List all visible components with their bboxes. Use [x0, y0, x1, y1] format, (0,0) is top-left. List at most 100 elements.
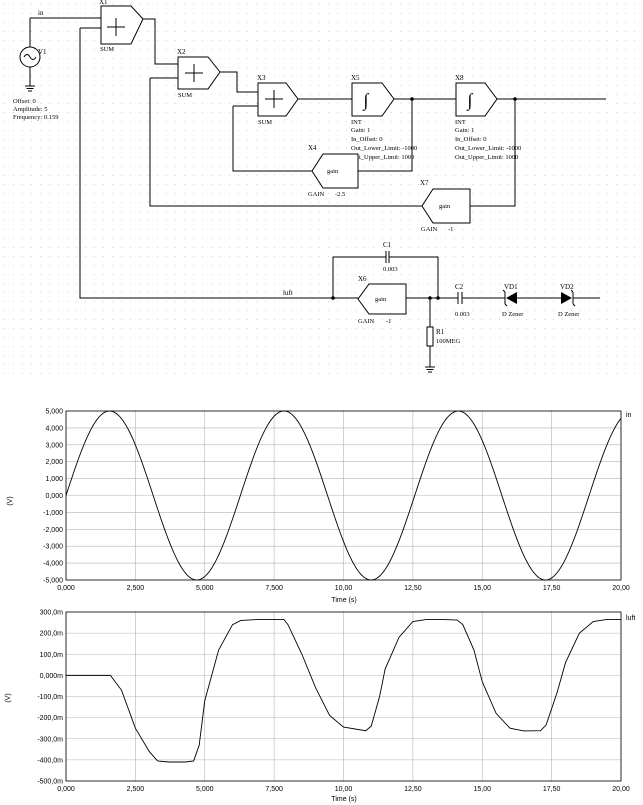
x7-id: X7: [420, 179, 429, 187]
c2-id: C2: [455, 283, 464, 291]
integral-icon: ∫: [363, 90, 370, 111]
integrator-block-x5[interactable]: ∫ X5 INT Gain: 1 In_Offset: 0 Out_Lower_…: [351, 74, 417, 161]
r1-value: 100MEG: [436, 338, 461, 345]
x-tick-label: 17,50: [543, 786, 561, 793]
vd1-id: VD1: [504, 283, 518, 291]
x6-body: gain: [375, 296, 387, 303]
y-tick-label: -5,000: [43, 578, 63, 585]
x7-value: -1: [448, 226, 453, 233]
x-tick-label: 7,500: [265, 786, 283, 793]
x-tick-label: 10,00: [335, 786, 353, 793]
plot-frame: [65, 410, 622, 581]
chart-ticks: 0,000 2,500 5,000 7,500 10,00 12,50 15,00 17,50…: [43, 409, 630, 593]
series-line-luft: [66, 618, 621, 763]
integral-icon: ∫: [467, 90, 474, 111]
x8-id: X8: [455, 74, 464, 82]
waveform-chart-in: 0,000 2,500 5,000 7,500 10,00 12,50 15,00 17,50…: [7, 409, 632, 605]
net-label-luft: luft: [283, 289, 293, 297]
x1-id: X1: [99, 0, 108, 6]
x4-body: gain: [327, 168, 339, 175]
y-tick-label: -200,0m: [37, 715, 63, 722]
vd2-value: D Zener: [558, 311, 580, 318]
sum-block-x3[interactable]: X3 SUM: [257, 74, 299, 126]
integrator-block-x8[interactable]: ∫ X8 INT Gain: 1 In_Offset: 0 Out_Lower_…: [455, 74, 521, 161]
x6-id: X6: [358, 275, 367, 283]
x-tick-label: 15,00: [473, 786, 491, 793]
x-tick-label: 2,500: [127, 786, 145, 793]
y-tick-label: 4,000: [45, 425, 63, 432]
schematic-grid-background: [0, 0, 643, 380]
vd2-id: VD2: [560, 283, 574, 291]
y-tick-label: -300,0m: [37, 736, 63, 743]
x7-type: GAIN: [421, 226, 438, 233]
x3-id: X3: [257, 74, 266, 82]
x-tick-label: 17,50: [543, 585, 561, 592]
y-tick-label: 100,0m: [40, 652, 64, 659]
voltage-source-v1[interactable]: V1 Offset: 0 Amplitude: 5 Frequency: 0.1…: [13, 46, 59, 121]
y-tick-label: -400,0m: [37, 757, 63, 764]
y-tick-label: 0,000m: [40, 673, 64, 680]
x-tick-label: 7,500: [265, 585, 283, 592]
gain-block-x7[interactable]: gain X7 GAIN -1: [420, 179, 471, 233]
zener-diode-vd1[interactable]: VD1 D Zener: [502, 283, 524, 318]
x4-value: -2.5: [335, 191, 345, 198]
y-tick-label: 0,000: [45, 493, 63, 500]
chart-grid: [65, 611, 622, 782]
x-tick-label: 10,00: [335, 585, 353, 592]
v1-id: V1: [38, 48, 47, 56]
y-tick-label: -4,000: [43, 561, 63, 568]
chart-grid: [65, 410, 622, 581]
y-tick-label: 3,000: [45, 442, 63, 449]
gain-block-x4[interactable]: gain X4 GAIN -2.5: [308, 144, 359, 198]
y-tick-label: -1,000: [43, 510, 63, 517]
x-tick-label: 0,000: [57, 786, 75, 793]
sum-block-x1[interactable]: X1 SUM: [99, 0, 144, 53]
x4-type: GAIN: [308, 191, 325, 198]
y-axis-label: (V): [5, 693, 12, 702]
c1-value: 0.003: [383, 266, 398, 273]
r1-id: R1: [436, 328, 445, 336]
x8-type: INT: [455, 119, 466, 126]
y-tick-label: 5,000: [45, 409, 63, 416]
y-tick-label: 200,0m: [40, 631, 64, 638]
y-tick-label: 300,0m: [40, 610, 64, 617]
x-axis-label: Time (s): [331, 796, 356, 803]
x-tick-label: 5,000: [196, 585, 214, 592]
c2-value: 0.003: [455, 311, 470, 318]
plot-frame: [65, 611, 622, 782]
sum-block-x2[interactable]: X2 SUM: [177, 48, 221, 99]
x-tick-label: 20,00: [612, 786, 630, 793]
y-tick-label: 2,000: [45, 459, 63, 466]
resistor-r1[interactable]: R1 100MEG: [426, 326, 461, 347]
x5-in-offset: In_Offset: 0: [351, 136, 382, 143]
x5-out-upper-limit: Out_Upper_Limit: 1000: [351, 154, 414, 161]
legend-entry-in: in: [626, 412, 632, 419]
x7-body: gain: [439, 203, 451, 210]
zener-diode-vd2[interactable]: VD2 D Zener: [558, 283, 580, 318]
y-tick-label: -100,0m: [37, 694, 63, 701]
x1-type: SUM: [100, 46, 114, 53]
capacitor-c1[interactable]: C1 0.003: [383, 241, 398, 273]
x8-out-lower-limit: Out_Lower_Limit: -1000: [455, 145, 521, 152]
x5-out-lower-limit: Out_Lower_Limit: -1000: [351, 145, 417, 152]
x-tick-label: 12,50: [404, 585, 422, 592]
x8-out-upper-limit: Out_Upper_Limit: 1000: [455, 154, 518, 161]
x-tick-label: 12,50: [404, 786, 422, 793]
x-tick-label: 15,00: [473, 585, 491, 592]
legend-entry-luft: luft: [626, 615, 635, 622]
y-axis-label: (V): [7, 496, 14, 505]
y-tick-label: -500,0m: [37, 779, 63, 786]
v1-frequency: Frequency: 0.159: [13, 114, 59, 121]
x6-type: GAIN: [358, 318, 375, 325]
x-tick-label: 0,000: [57, 585, 75, 592]
vd1-value: D Zener: [502, 311, 524, 318]
gain-block-x6[interactable]: gain X6 GAIN -1: [357, 275, 407, 325]
x-axis-label: Time (s): [331, 597, 356, 604]
x-tick-label: 2,500: [127, 585, 145, 592]
x2-id: X2: [177, 48, 186, 56]
capacitor-c2[interactable]: C2 0.003: [455, 283, 470, 318]
x2-type: SUM: [178, 92, 192, 99]
junctions: [331, 97, 517, 300]
x3-type: SUM: [258, 119, 272, 126]
